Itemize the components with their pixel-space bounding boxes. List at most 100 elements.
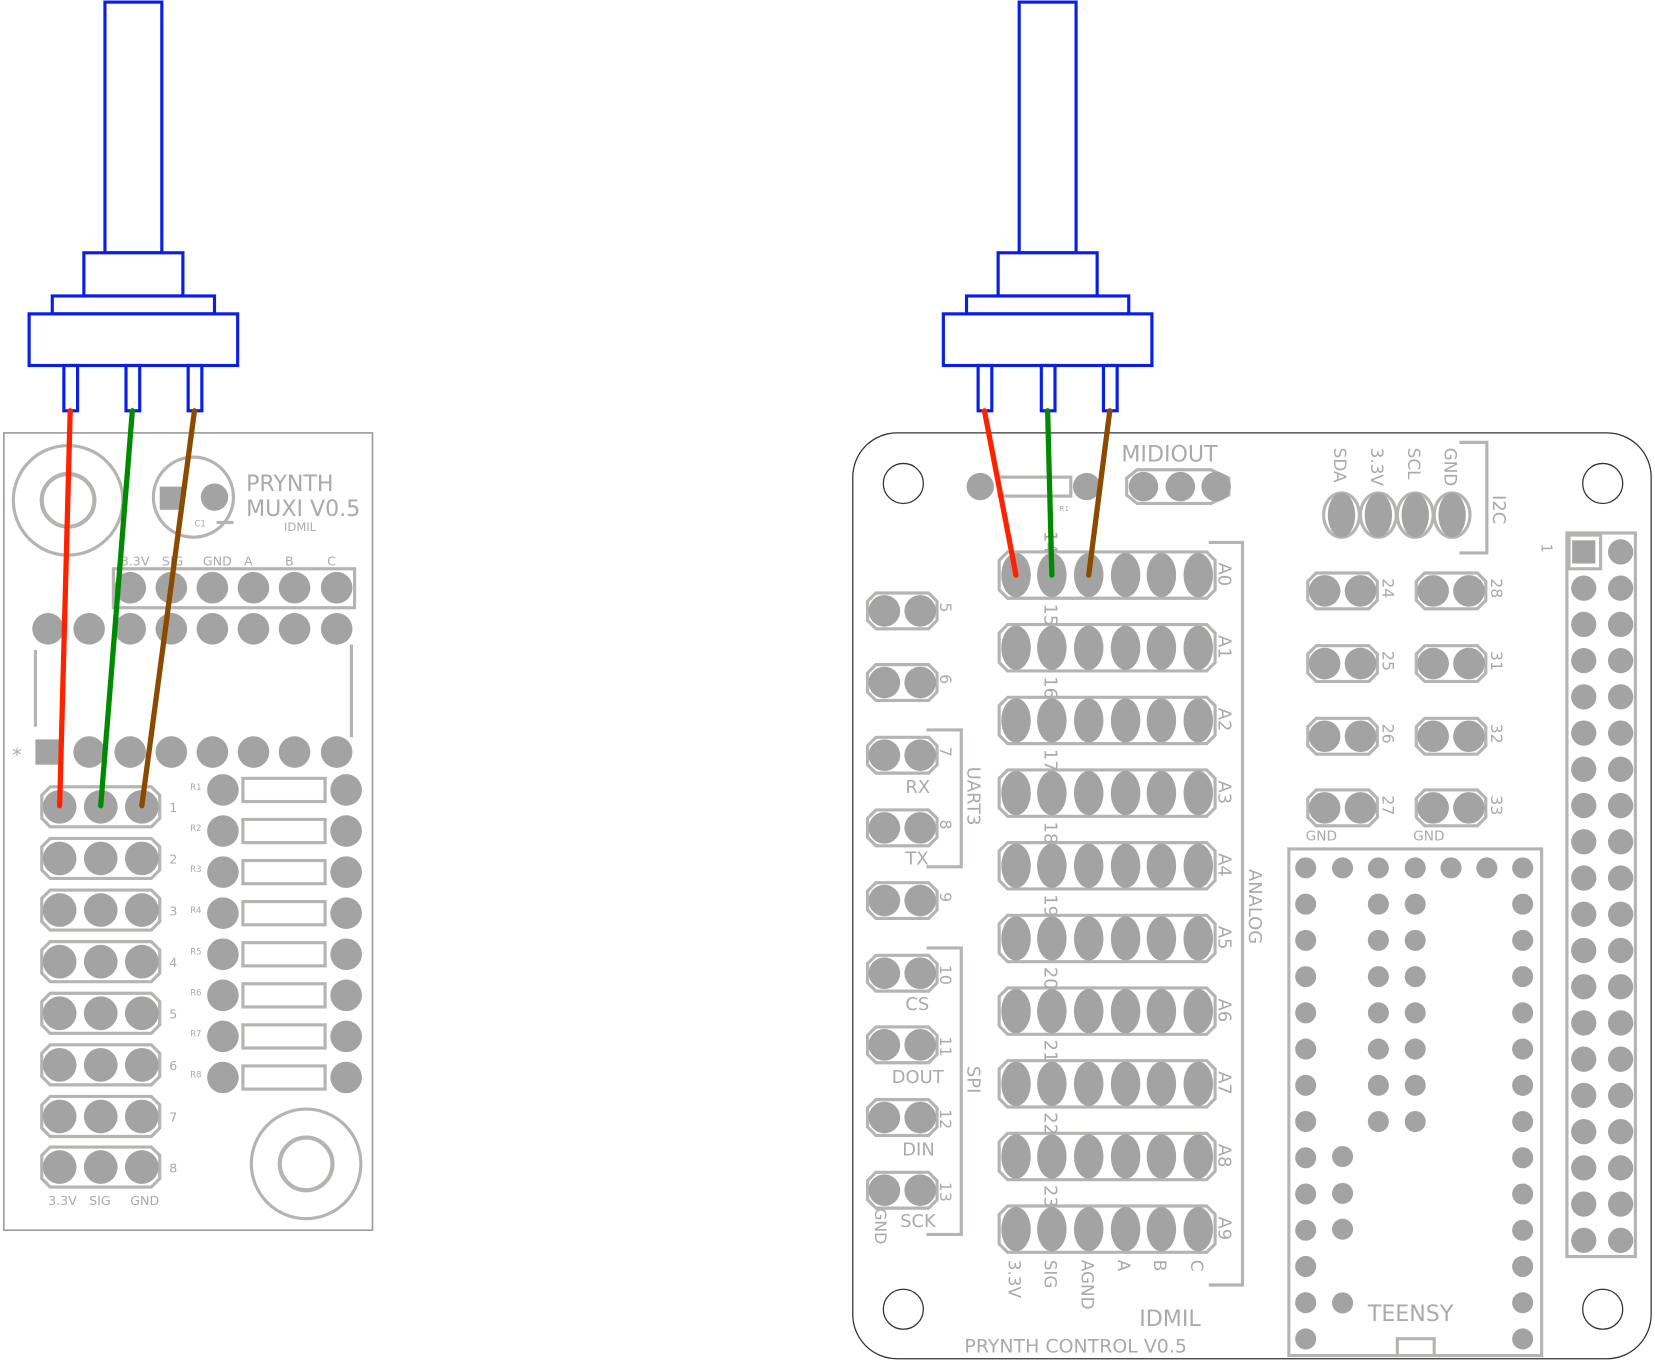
analog-row-label: A7 xyxy=(1213,1071,1234,1095)
pad xyxy=(1607,865,1634,891)
pad xyxy=(1344,720,1377,753)
pad xyxy=(1607,756,1634,782)
potentiometer-left[interactable] xyxy=(27,0,240,413)
pin-number: 32 xyxy=(1487,724,1506,744)
pad-outline xyxy=(1306,644,1379,684)
pad-outline xyxy=(997,550,1217,600)
pad xyxy=(73,736,105,768)
pad xyxy=(1183,1134,1214,1179)
pin-number: 8 xyxy=(936,819,955,829)
pot-shaft[interactable] xyxy=(1017,0,1078,255)
pad xyxy=(42,1099,77,1134)
pad xyxy=(1073,1134,1104,1179)
pad xyxy=(1183,843,1214,888)
pad xyxy=(1607,1119,1634,1145)
i2c-label: I2C xyxy=(1488,495,1509,524)
pad xyxy=(868,884,901,917)
resistor-body xyxy=(241,900,327,927)
channel-number: 1 xyxy=(169,800,177,815)
pad xyxy=(83,996,118,1031)
pad xyxy=(207,979,239,1012)
sck-label: SCK xyxy=(900,1211,937,1232)
pad-outline xyxy=(40,991,162,1035)
pad xyxy=(1401,492,1429,538)
pot-pin xyxy=(1101,363,1119,413)
pad xyxy=(124,1099,159,1134)
teensy-outline xyxy=(1287,847,1544,1358)
pad xyxy=(83,1150,118,1184)
wire-signal-left xyxy=(98,408,135,809)
pad xyxy=(1332,1182,1354,1204)
pad xyxy=(1367,857,1389,879)
pad xyxy=(1332,1292,1354,1314)
pad xyxy=(1512,966,1534,988)
pad-outline xyxy=(1414,716,1488,756)
pad xyxy=(1417,647,1449,680)
pad xyxy=(1404,1074,1426,1096)
pad xyxy=(1571,1046,1597,1072)
wire-ground-right xyxy=(1086,408,1113,578)
pad xyxy=(904,666,936,699)
pad xyxy=(1571,901,1597,927)
channel-number: 5 xyxy=(169,1007,177,1022)
pad xyxy=(1417,792,1449,824)
pad-square xyxy=(1572,540,1596,564)
pad xyxy=(1146,625,1177,670)
pad-outline xyxy=(1306,716,1379,756)
pad xyxy=(1344,792,1377,824)
pad xyxy=(1183,1207,1214,1252)
resistor-pad xyxy=(966,472,994,501)
bottom-pin-label: GND xyxy=(130,1193,159,1208)
pad xyxy=(114,736,147,768)
pad xyxy=(1037,698,1067,743)
pad-outline xyxy=(865,591,939,631)
pad xyxy=(1417,720,1449,753)
pad xyxy=(207,938,239,971)
resistor-label: R1 xyxy=(1059,504,1069,513)
wire-ground-left xyxy=(139,408,198,809)
analog-row-label: A1 xyxy=(1213,635,1234,659)
resistor-label: R5 xyxy=(190,946,201,956)
pad xyxy=(1453,792,1485,824)
pad xyxy=(1512,1255,1534,1277)
pad xyxy=(42,944,77,979)
pad xyxy=(1110,1061,1141,1106)
pad xyxy=(1367,929,1389,951)
pad xyxy=(1146,1061,1177,1106)
pad xyxy=(1295,1038,1317,1060)
pad xyxy=(868,666,901,699)
capacitor-label: C1 xyxy=(194,519,205,529)
pad xyxy=(330,897,362,929)
analog-pin-number: 17 xyxy=(1039,749,1060,772)
pin-number: 25 xyxy=(1379,651,1398,671)
board-title: PRYNTH xyxy=(246,471,333,497)
pad xyxy=(1367,1074,1389,1096)
pad xyxy=(320,613,353,645)
channel-number: 7 xyxy=(169,1110,177,1125)
pad xyxy=(42,1150,77,1184)
pad xyxy=(1146,916,1177,961)
pad xyxy=(1327,492,1356,538)
capacitor-pad-round xyxy=(200,483,229,511)
analog-pin-number: 19 xyxy=(1039,894,1060,917)
pad xyxy=(1295,1292,1317,1314)
pad xyxy=(1295,1147,1317,1169)
pad-outline xyxy=(1306,571,1379,611)
channel-number: 4 xyxy=(169,955,177,970)
pad xyxy=(868,595,901,627)
header-pin-label: B xyxy=(285,554,294,569)
pot-body xyxy=(941,312,1154,368)
resistor-body xyxy=(241,941,327,968)
pad xyxy=(1512,1111,1534,1133)
pad xyxy=(1001,916,1031,961)
gnd-label: GND xyxy=(1413,829,1444,845)
pad-outline xyxy=(1414,571,1488,611)
header-pin-label: 3.3V xyxy=(121,554,150,569)
analog-bottom-label: AGND xyxy=(1077,1260,1097,1310)
pad xyxy=(1367,893,1389,915)
resistor-label: R4 xyxy=(190,905,201,915)
pot-shaft[interactable] xyxy=(103,0,164,255)
potentiometer-right[interactable] xyxy=(941,0,1154,413)
board-maker: IDMIL xyxy=(1139,1306,1201,1332)
pad xyxy=(1110,843,1141,888)
